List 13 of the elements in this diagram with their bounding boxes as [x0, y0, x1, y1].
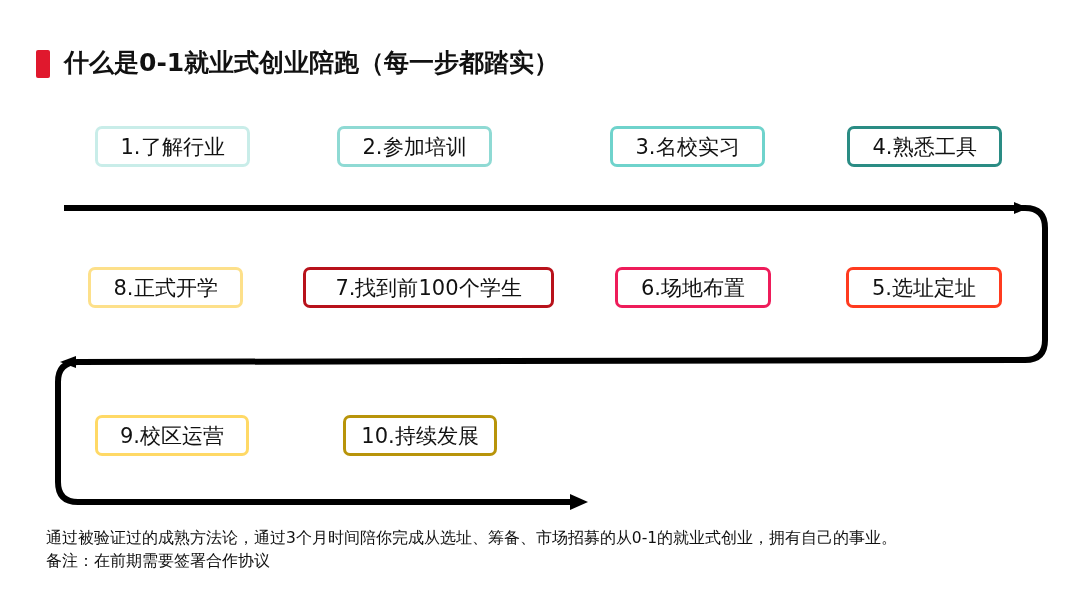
step-box: 6.场地布置 [615, 267, 771, 308]
step-box: 3.名校实习 [610, 126, 765, 167]
step-box: 5.选址定址 [846, 267, 1002, 308]
step-box: 7.找到前100个学生 [303, 267, 554, 308]
step-box: 4.熟悉工具 [847, 126, 1002, 167]
note-text: 备注：在前期需要签署合作协议 [46, 551, 270, 572]
step-box: 1.了解行业 [95, 126, 250, 167]
step-box: 10.持续发展 [343, 415, 497, 456]
step-box: 8.正式开学 [88, 267, 243, 308]
description-text: 通过被验证过的成熟方法论，通过3个月时间陪你完成从选址、筹备、市场招募的从0-1的就业式创业，拥有自己的事业。 [46, 528, 898, 549]
step-box: 2.参加培训 [337, 126, 492, 167]
step-box: 9.校区运营 [95, 415, 249, 456]
title: 什么是0-1就业式创业陪跑（每一步都踏实） [64, 47, 560, 79]
